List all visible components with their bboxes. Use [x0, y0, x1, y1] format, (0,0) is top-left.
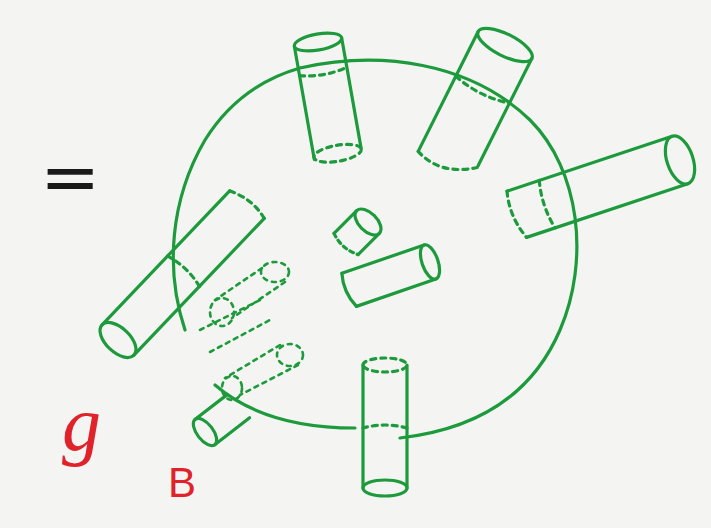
hidden-tubes [200, 262, 303, 400]
handle-tube [363, 358, 407, 496]
inner-tube [340, 242, 443, 308]
handle-tube [293, 30, 363, 165]
inner-tube [332, 204, 385, 257]
handle-tube [189, 392, 250, 449]
handle-tube [94, 186, 266, 364]
genus-label: g [62, 385, 101, 463]
handle-tube [505, 132, 700, 239]
handle-tube [416, 22, 536, 182]
equals-sign: = [40, 140, 100, 212]
boundary-label: B [168, 462, 196, 504]
